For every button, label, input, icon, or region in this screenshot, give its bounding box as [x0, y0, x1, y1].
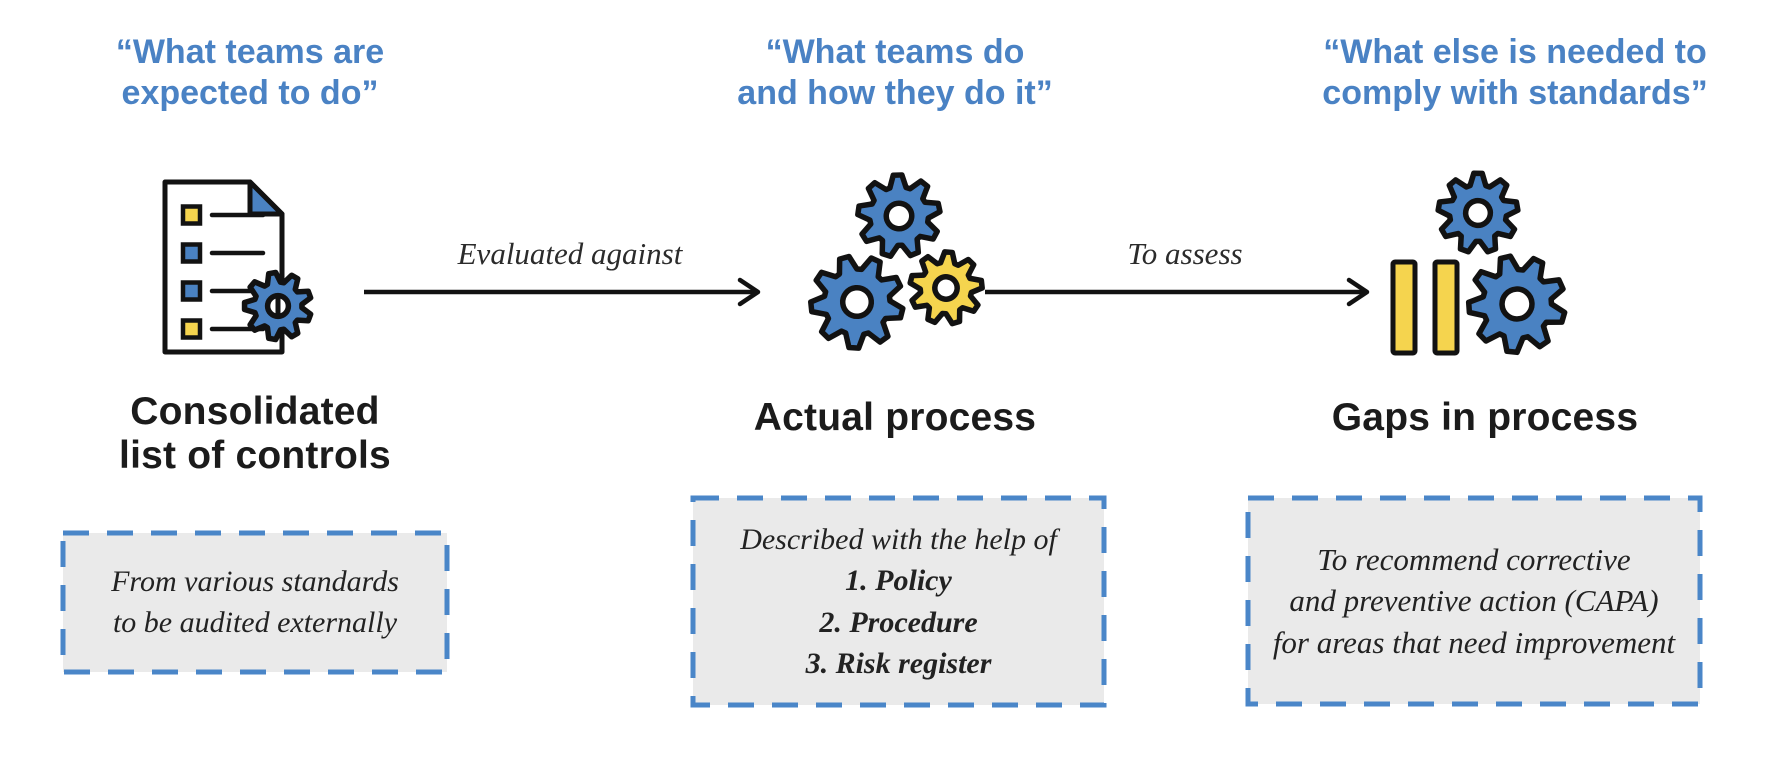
note-intro: Described with the help of [740, 522, 1057, 556]
checklist-square-4 [180, 318, 203, 340]
document-checklist-gear-icon [162, 179, 328, 355]
dashed-border [60, 530, 450, 675]
heading-actual-process: Actual process [753, 396, 1037, 439]
note-box-middle: Described with the help of 1. Policy 2. … [690, 495, 1107, 708]
note-text-middle: Described with the help of 1. Policy 2. … [740, 519, 1057, 685]
checklist-square-1 [180, 204, 203, 226]
dashed-border [1245, 495, 1703, 707]
gear-yellow-icon [902, 244, 988, 331]
arrow-label-evaluated-against: Evaluated against [457, 236, 683, 271]
three-gears-icon [800, 163, 1000, 363]
pause-bar-1 [1390, 259, 1418, 356]
pause-bars-gears-icon [1390, 163, 1585, 363]
gear-top-icon [853, 170, 945, 263]
arrow-label-to-assess: To assess [1127, 236, 1243, 271]
checklist-square-3 [180, 280, 203, 302]
note-text-left: From various standards to be audited ext… [111, 565, 399, 639]
list-item: 1. Policy [845, 564, 952, 598]
quote-right: “What else is needed to comply with stan… [1322, 33, 1708, 112]
note-box-left: From various standards to be audited ext… [60, 530, 450, 675]
note-text-right: To recommend corrective and preventive a… [1272, 541, 1676, 660]
pause-bar-2 [1432, 259, 1460, 356]
note-box-right: To recommend corrective and preventive a… [1245, 495, 1703, 707]
heading-consolidated-list: Consolidated list of controls [119, 390, 391, 477]
list-item: 2. Procedure [819, 605, 978, 639]
arrow-to-assess-icon [985, 277, 1370, 307]
checklist-square-2 [180, 242, 203, 264]
list-item: 3. Risk register [805, 646, 992, 680]
gear-top-icon [1432, 167, 1523, 259]
arrow-evaluated-against-icon [364, 277, 761, 307]
heading-gaps-in-process: Gaps in process [1331, 396, 1639, 439]
quote-middle: “What teams do and how they do it” [737, 33, 1053, 112]
dashed-border [690, 495, 1107, 708]
quote-left: “What teams are expected to do” [115, 33, 385, 112]
gear-bottom-icon [1466, 253, 1567, 356]
gear-big-icon [806, 251, 906, 352]
document-fold [247, 179, 285, 217]
